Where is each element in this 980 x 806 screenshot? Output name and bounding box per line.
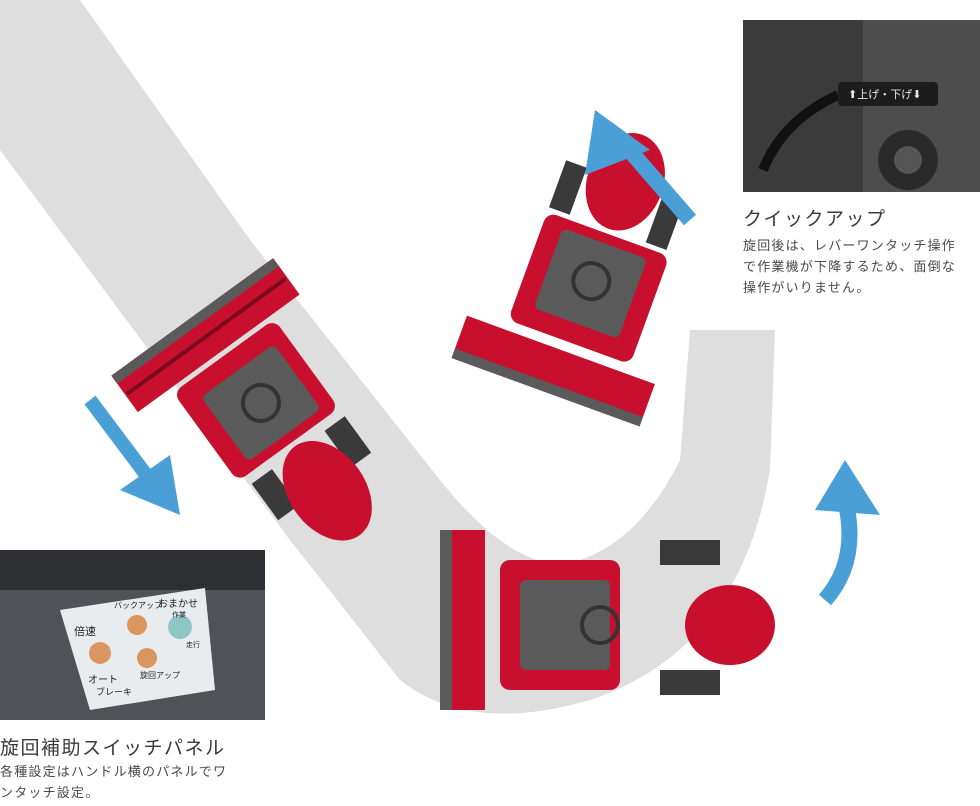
tractor-turning [440, 530, 775, 710]
quick-up-line-3: 操作がいりません。 [743, 281, 871, 296]
panel-label-brake: ブレーキ [96, 688, 133, 698]
lever-label: ⬆上げ・下げ⬇ [848, 88, 922, 101]
panel-label-back-up: バックアップ [114, 601, 162, 610]
panel-label-baisoku: 倍速 [74, 625, 96, 638]
switch-panel-description: 各種設定はハンドル横のパネルでワ ンタッチ設定。 [0, 762, 265, 804]
down-right-arrow-icon [84, 395, 180, 515]
tractor-descending [111, 258, 372, 541]
up-arrow-icon [585, 110, 697, 226]
switch-panel-line-2: ンタッチ設定。 [0, 786, 100, 801]
switch-panel-photo: 倍速 バックアップ おまかせ 作業 走行 オート ブレーキ 旋回アップ [0, 550, 265, 720]
panel-label-sagyo: 作業 [172, 611, 186, 619]
switch-panel-line-1: 各種設定はハンドル横のパネルでワ [0, 765, 228, 780]
quick-up-line-2: で作業機が下降するため、面倒な [743, 260, 957, 275]
lever-photo: ⬆上げ・下げ⬇ [743, 20, 980, 192]
curved-up-arrow-icon [815, 460, 880, 606]
switch-panel-illustration [0, 550, 265, 720]
lever-photo-illustration [743, 20, 980, 192]
switch-panel-title: 旋回補助スイッチパネル [0, 737, 226, 759]
quick-up-title: クイックアップ [743, 208, 887, 230]
u-turn-path [0, 0, 775, 714]
quick-up-description: 旋回後は、レバーワンタッチ操作 で作業機が下降するため、面倒な 操作がいりません… [743, 236, 980, 299]
panel-label-omakase: おまかせ [158, 599, 198, 610]
panel-label-senkai-up: 旋回アップ [140, 671, 180, 680]
quick-up-line-1: 旋回後は、レバーワンタッチ操作 [743, 239, 957, 254]
panel-label-soukou: 走行 [186, 641, 200, 649]
panel-label-auto: オート [88, 675, 118, 686]
tractor-ascending [451, 133, 684, 427]
